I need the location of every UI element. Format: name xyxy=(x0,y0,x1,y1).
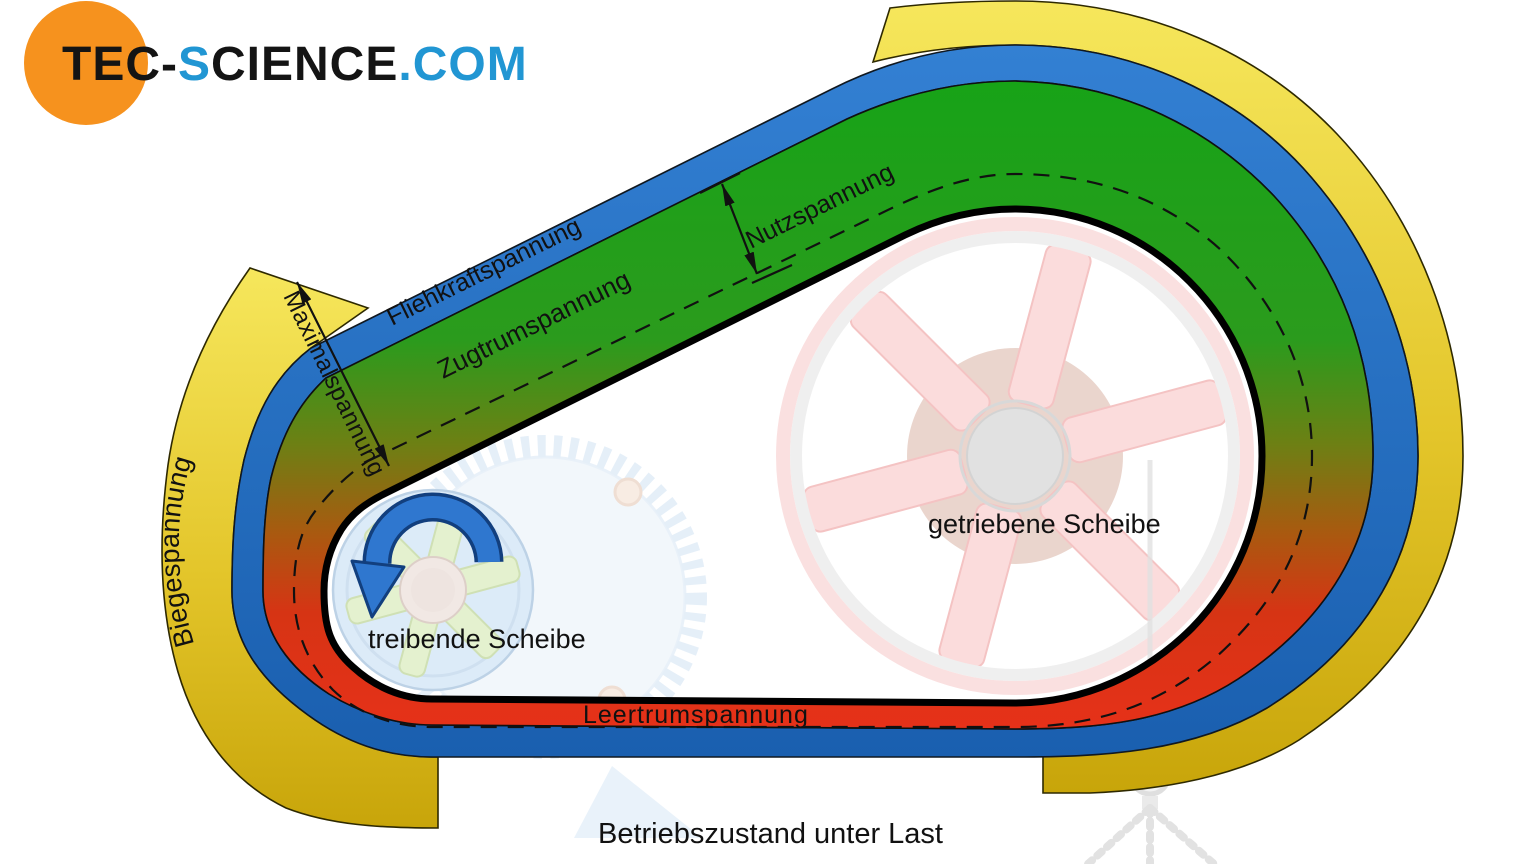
logo-part-s: S xyxy=(178,38,211,91)
logo-wordmark: TEC-SCIENCE.COM xyxy=(62,38,528,91)
logo: TEC-SCIENCE.COM xyxy=(24,1,528,125)
logo-part-tec: TEC- xyxy=(62,38,178,91)
dimension-tick xyxy=(751,263,793,285)
dimension-tick xyxy=(699,172,741,194)
rotation-arrow-icon xyxy=(350,492,504,619)
wheel-rim-inner xyxy=(790,231,1240,681)
chain-left xyxy=(1084,804,1154,864)
wheel-axle xyxy=(966,407,1064,505)
gear-teeth xyxy=(383,435,707,759)
motor-base-wedge xyxy=(574,766,702,838)
belt-outline xyxy=(320,205,1266,707)
dimension-arrow xyxy=(296,281,390,467)
maximum-stress-dimension xyxy=(296,281,390,467)
logo-part-com: .COM xyxy=(398,38,527,91)
dimension-arrow xyxy=(720,183,759,275)
driven-wheel-ghost xyxy=(776,217,1254,695)
diagram-caption: Betriebszustand unter Last xyxy=(598,818,943,850)
hoist-shackle xyxy=(1142,796,1158,809)
logo-part-cience: CIENCE xyxy=(211,38,398,91)
useful-stress-dimension xyxy=(699,172,793,285)
slack-side-stress-label: Leertrumspannung xyxy=(583,701,809,729)
chain-right xyxy=(1146,804,1218,864)
logo-circle xyxy=(24,1,148,125)
driving-pulley-label: treibende Scheibe xyxy=(368,624,586,654)
wheel-rim-outer xyxy=(776,217,1254,695)
driven-pulley-label: getriebene Scheibe xyxy=(928,509,1161,539)
wheel-spokes xyxy=(802,243,1228,669)
pretension-dashed-line xyxy=(292,172,1314,729)
